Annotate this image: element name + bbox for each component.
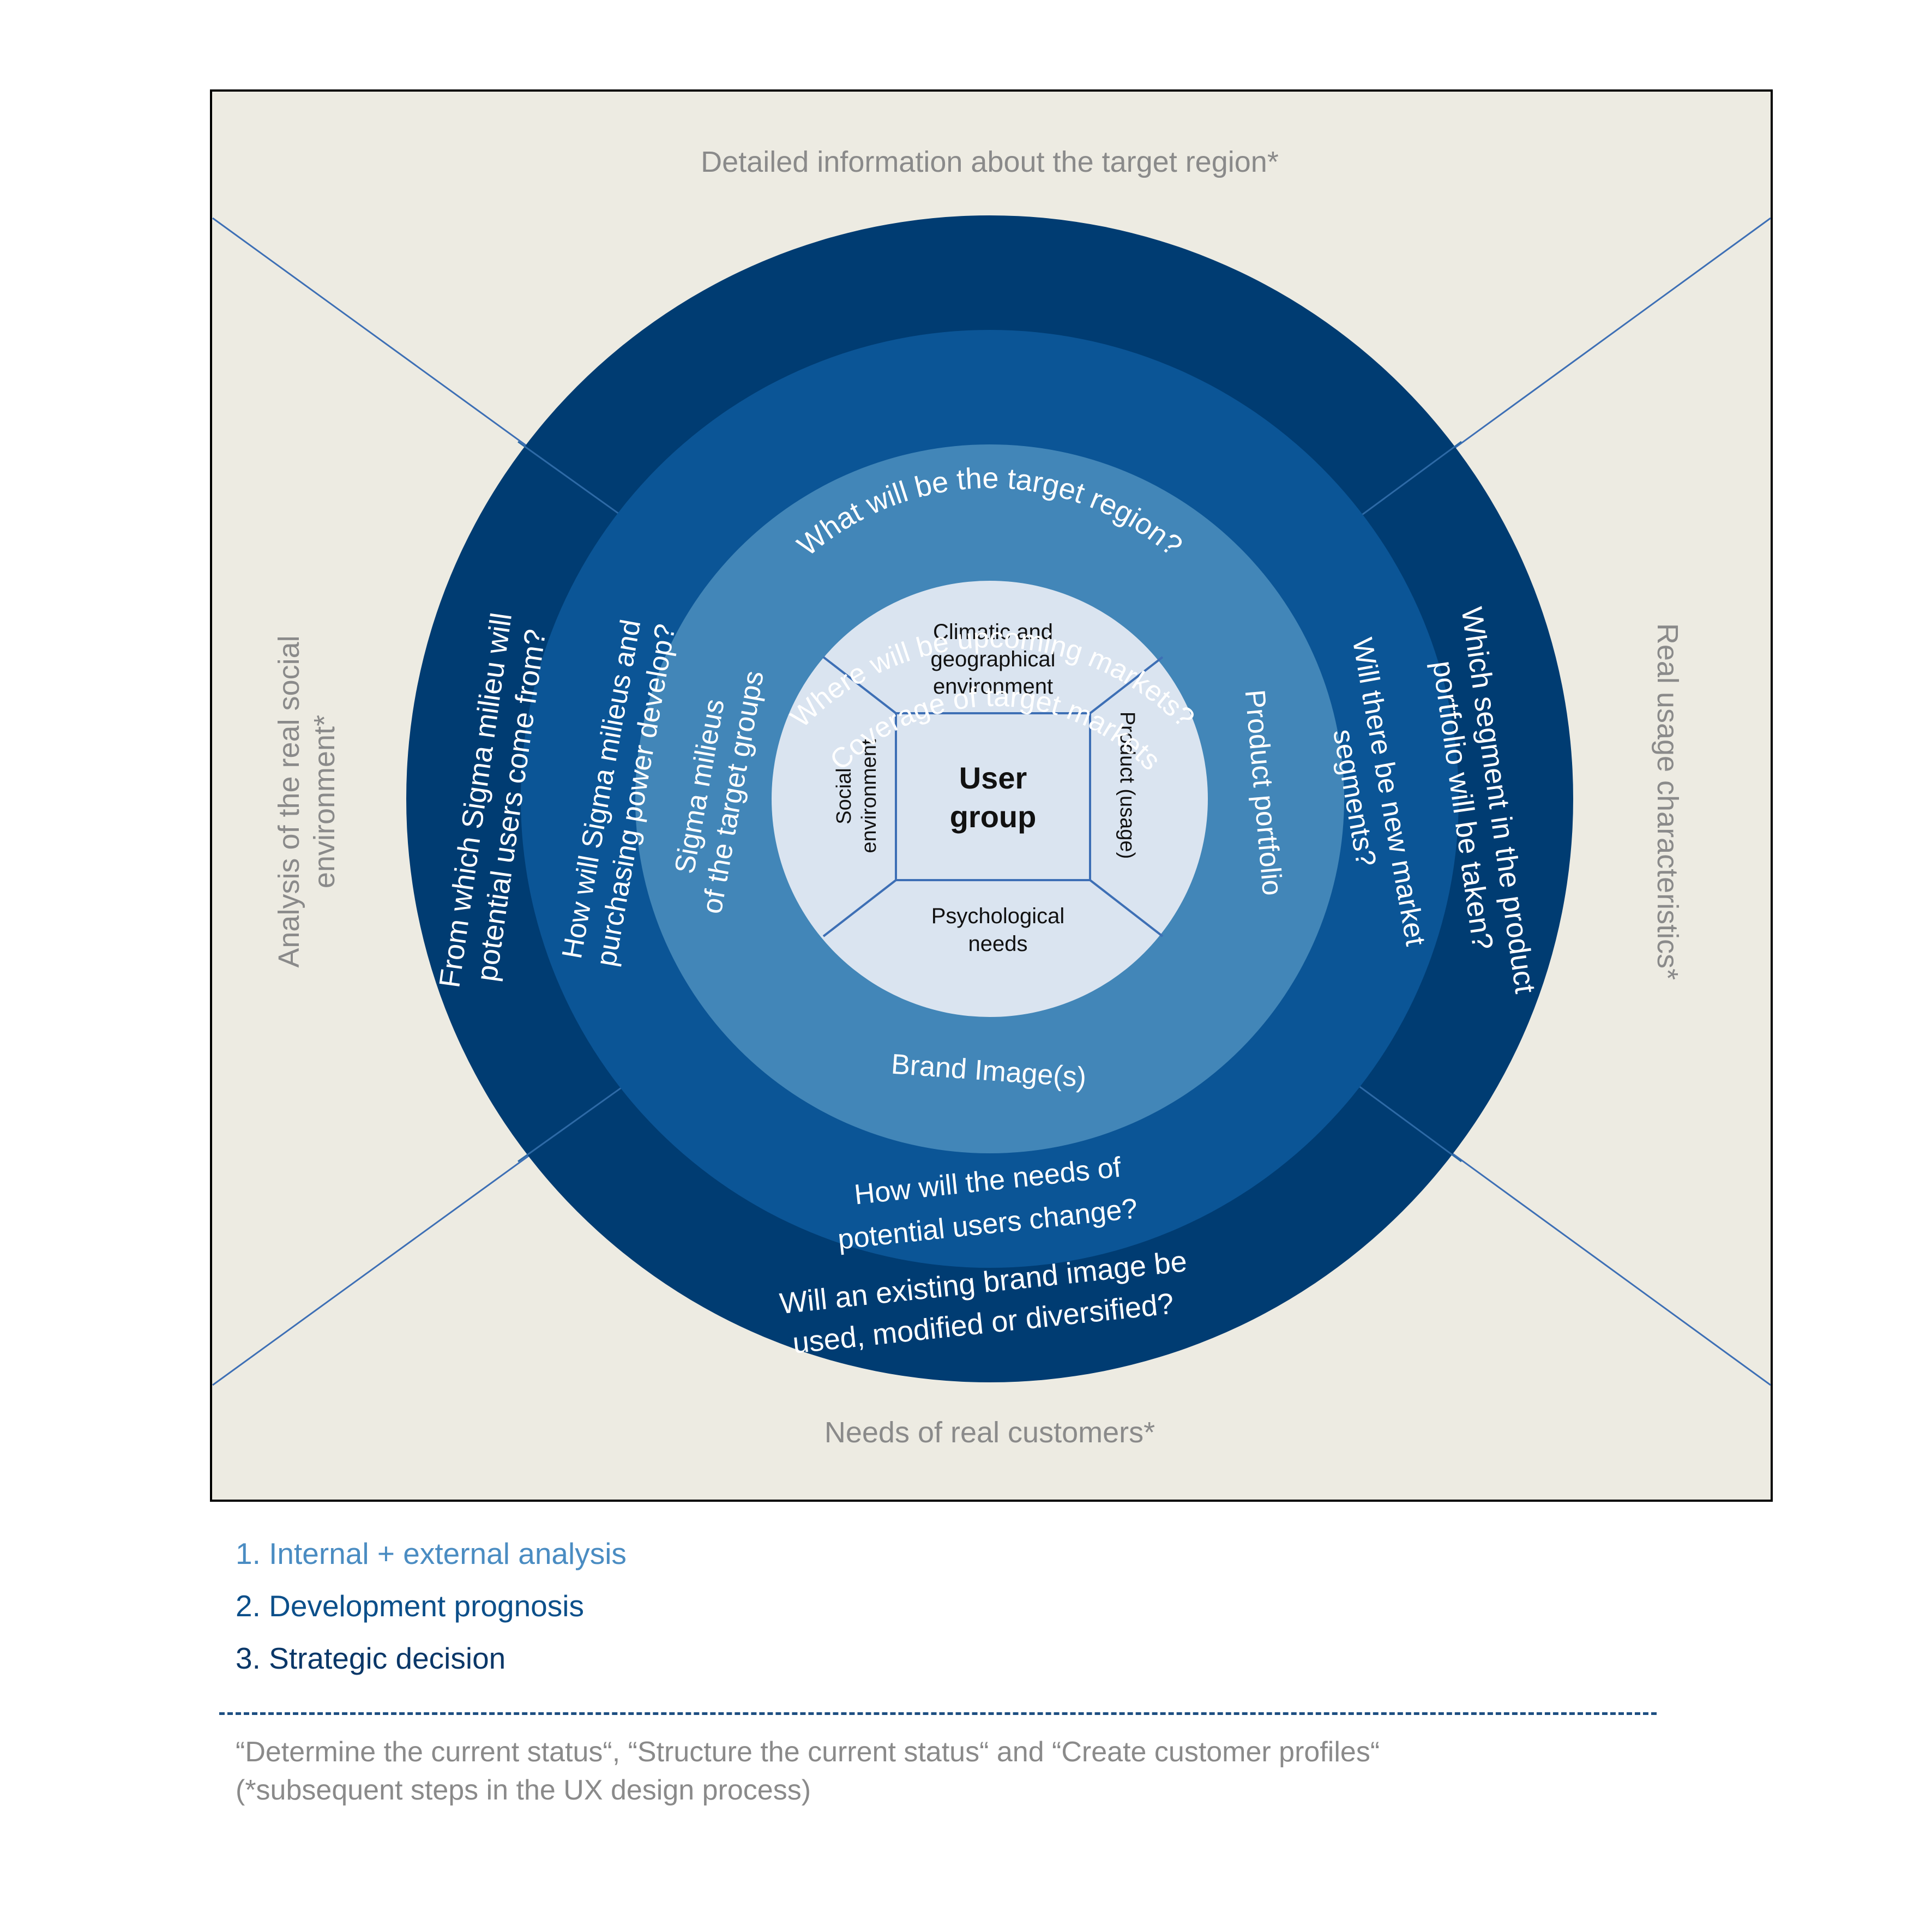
legend-item-strategic-decision: 3. Strategic decision: [236, 1641, 506, 1675]
core-bottom-line1: Psychological: [931, 904, 1065, 928]
outer-left-label-line1: Analysis of the real social: [273, 635, 305, 967]
legend-item-internal-external-analysis: 1. Internal + external analysis: [236, 1537, 627, 1570]
core-center-line2: group: [950, 799, 1037, 834]
footnote: “Determine the current status“, “Structu…: [236, 1733, 1708, 1809]
core-left-line1: Social: [833, 768, 856, 824]
footnote-line2: (*subsequent steps in the UX design proc…: [236, 1774, 811, 1806]
core-left-line2: environment: [858, 739, 881, 853]
core-top-line2: geographical: [930, 647, 1055, 671]
core-circle: [772, 581, 1208, 1017]
legend-item-development-prognosis: 2. Development prognosis: [236, 1589, 584, 1623]
core-right-label: Product (usage): [1116, 712, 1139, 859]
outer-right-label: Real usage characteristics*: [1651, 623, 1684, 980]
core-bottom-line2: needs: [968, 932, 1028, 956]
outer-left-label-line2: environment*: [308, 715, 341, 888]
user-group-box: [895, 712, 1091, 881]
footnote-line1: “Determine the current status“, “Structu…: [236, 1736, 1380, 1768]
core-center-line1: User: [959, 761, 1027, 795]
dashed-divider: [219, 1712, 1657, 1715]
core-grid: [822, 656, 1164, 937]
outer-top-label: Detailed information about the target re…: [701, 146, 1279, 178]
core-top-line1: Climatic and: [933, 620, 1053, 644]
outer-bottom-label: Needs of real customers*: [824, 1416, 1155, 1449]
core-top-line3: environment: [933, 675, 1053, 699]
